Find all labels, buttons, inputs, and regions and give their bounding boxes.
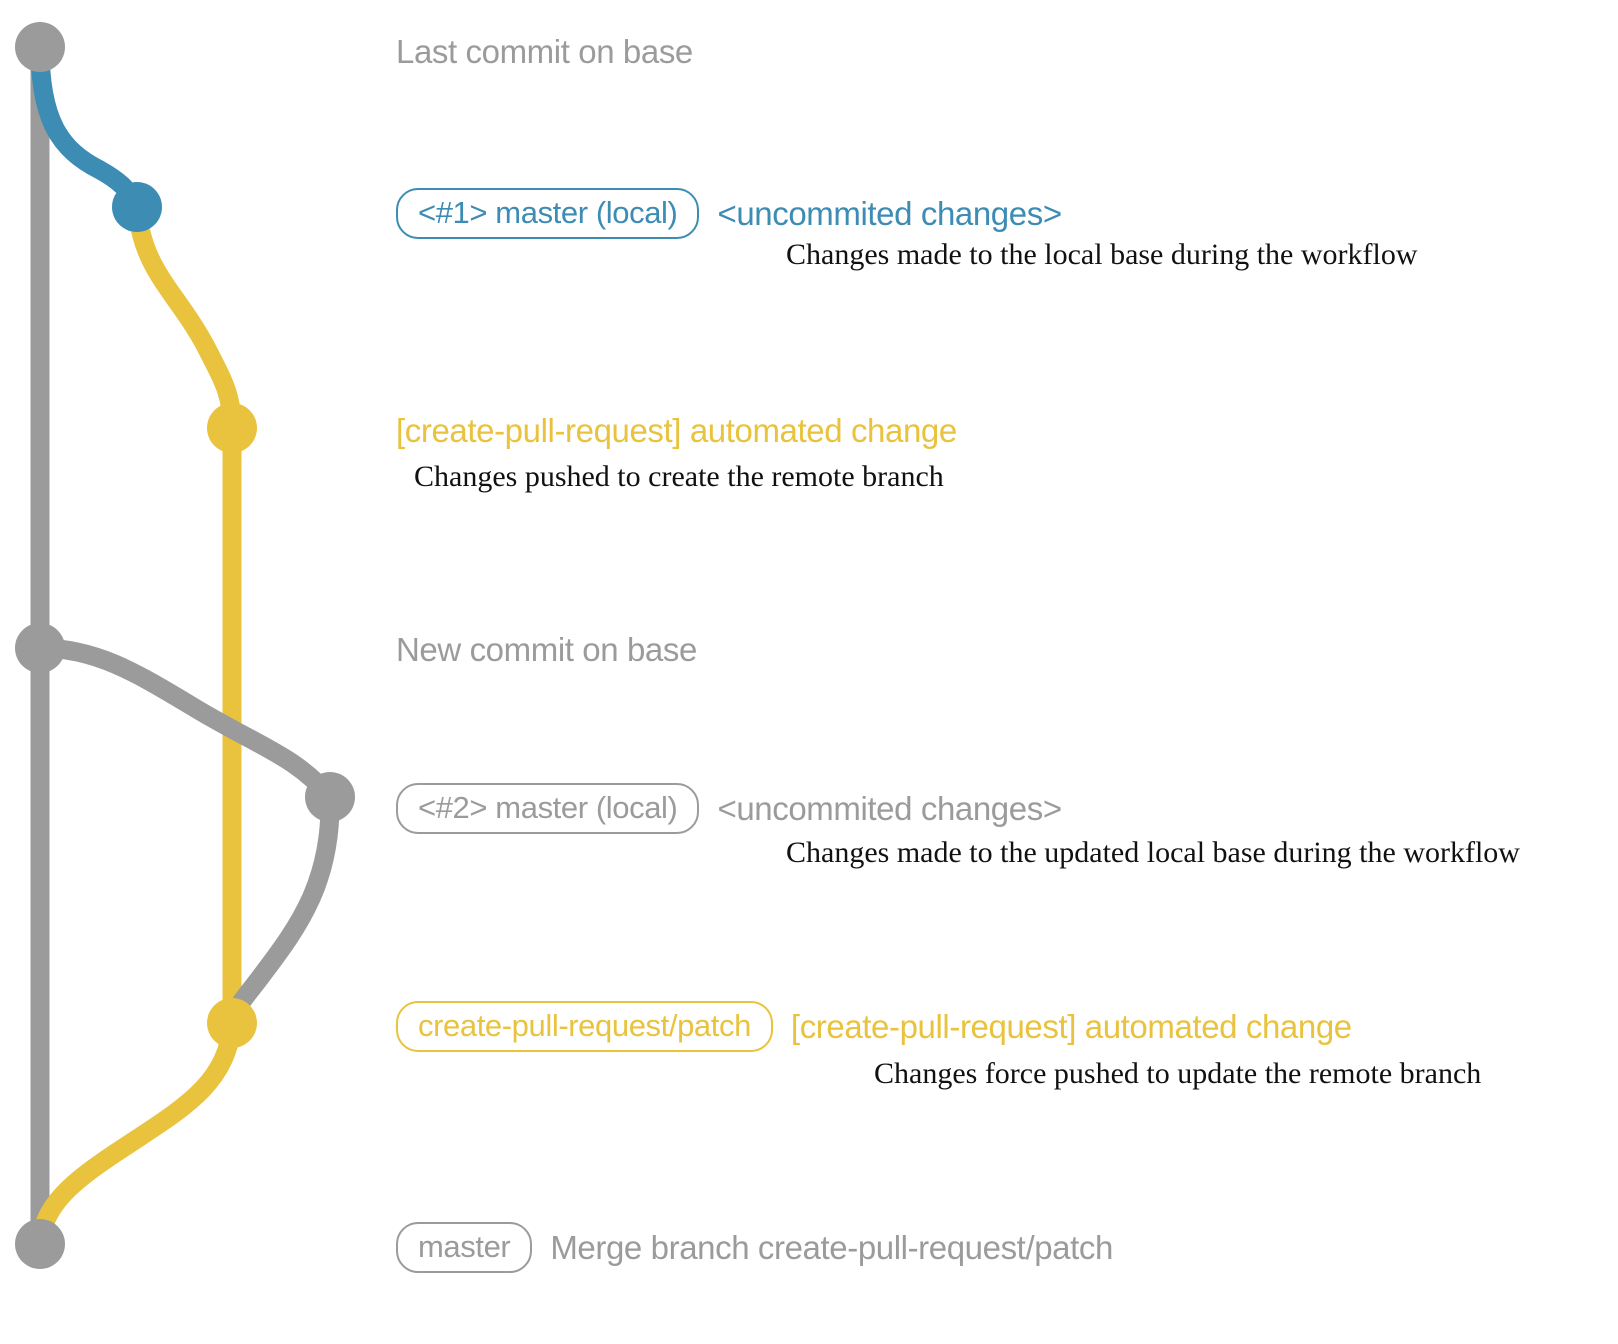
graph-edge-base-to-local1	[30, 37, 147, 217]
branch-badge-master[interactable]: master	[396, 1222, 533, 1273]
commit-subject-new-commit-on-base: New commit on base	[396, 631, 697, 668]
commit-subject-master-merge: Merge branch create-pull-request/patch	[550, 1228, 1113, 1266]
commit-node-master-local-1[interactable]	[112, 182, 162, 232]
commit-node-master-merge[interactable]	[15, 1219, 65, 1269]
commit-subject-master-local-2: <uncommited changes>	[717, 789, 1062, 827]
commit-row-automated-change-1: [create-pull-request] automated change	[396, 412, 957, 450]
commit-node-new-commit-on-base[interactable]	[15, 623, 65, 673]
commit-node-master-local-2[interactable]	[305, 772, 355, 822]
commit-description-master-local-2: Changes made to the updated local base d…	[786, 836, 1520, 869]
commit-subject-last-commit-on-base: Last commit on base	[396, 33, 693, 70]
commit-subject-automated-change-1: [create-pull-request] automated change	[396, 412, 957, 449]
commit-row-master-local-1: <#1> master (local) <uncommited changes>	[396, 188, 1062, 239]
branch-badge-create-pull-request-patch[interactable]: create-pull-request/patch	[396, 1001, 773, 1052]
commit-description-create-pull-request-patch: Changes force pushed to update the remot…	[874, 1057, 1482, 1090]
commit-row-create-pull-request-patch: create-pull-request/patch [create-pull-r…	[396, 1001, 1352, 1052]
commit-subject-master-local-1: <uncommited changes>	[717, 194, 1062, 232]
commit-subject-create-pull-request-patch: [create-pull-request] automated change	[790, 1007, 1352, 1045]
commit-row-master-merge: master Merge branch create-pull-request/…	[396, 1222, 1113, 1273]
graph-edge-local2-to-remote2	[222, 787, 340, 1033]
commit-row-new-commit-on-base: New commit on base	[396, 631, 697, 669]
commit-row-last-commit-on-base: Last commit on base	[396, 33, 693, 71]
branch-badge-master-local-1[interactable]: <#1> master (local)	[396, 188, 700, 239]
commit-row-master-local-2: <#2> master (local) <uncommited changes>	[396, 783, 1062, 834]
commit-node-automated-change-1[interactable]	[207, 403, 257, 453]
commit-node-create-pull-request-patch[interactable]	[207, 998, 257, 1048]
commit-description-master-local-1: Changes made to the local base during th…	[786, 238, 1418, 271]
commit-description-automated-change-1: Changes pushed to create the remote bran…	[414, 460, 944, 493]
graph-edge-remote2-to-merge	[30, 1013, 242, 1254]
branch-badge-master-local-2[interactable]: <#2> master (local)	[396, 783, 700, 834]
graph-edge-local1-to-remote1	[127, 197, 242, 438]
graph-edge-base-to-local2	[30, 638, 340, 807]
commit-node-last-commit-on-base[interactable]	[15, 22, 65, 72]
